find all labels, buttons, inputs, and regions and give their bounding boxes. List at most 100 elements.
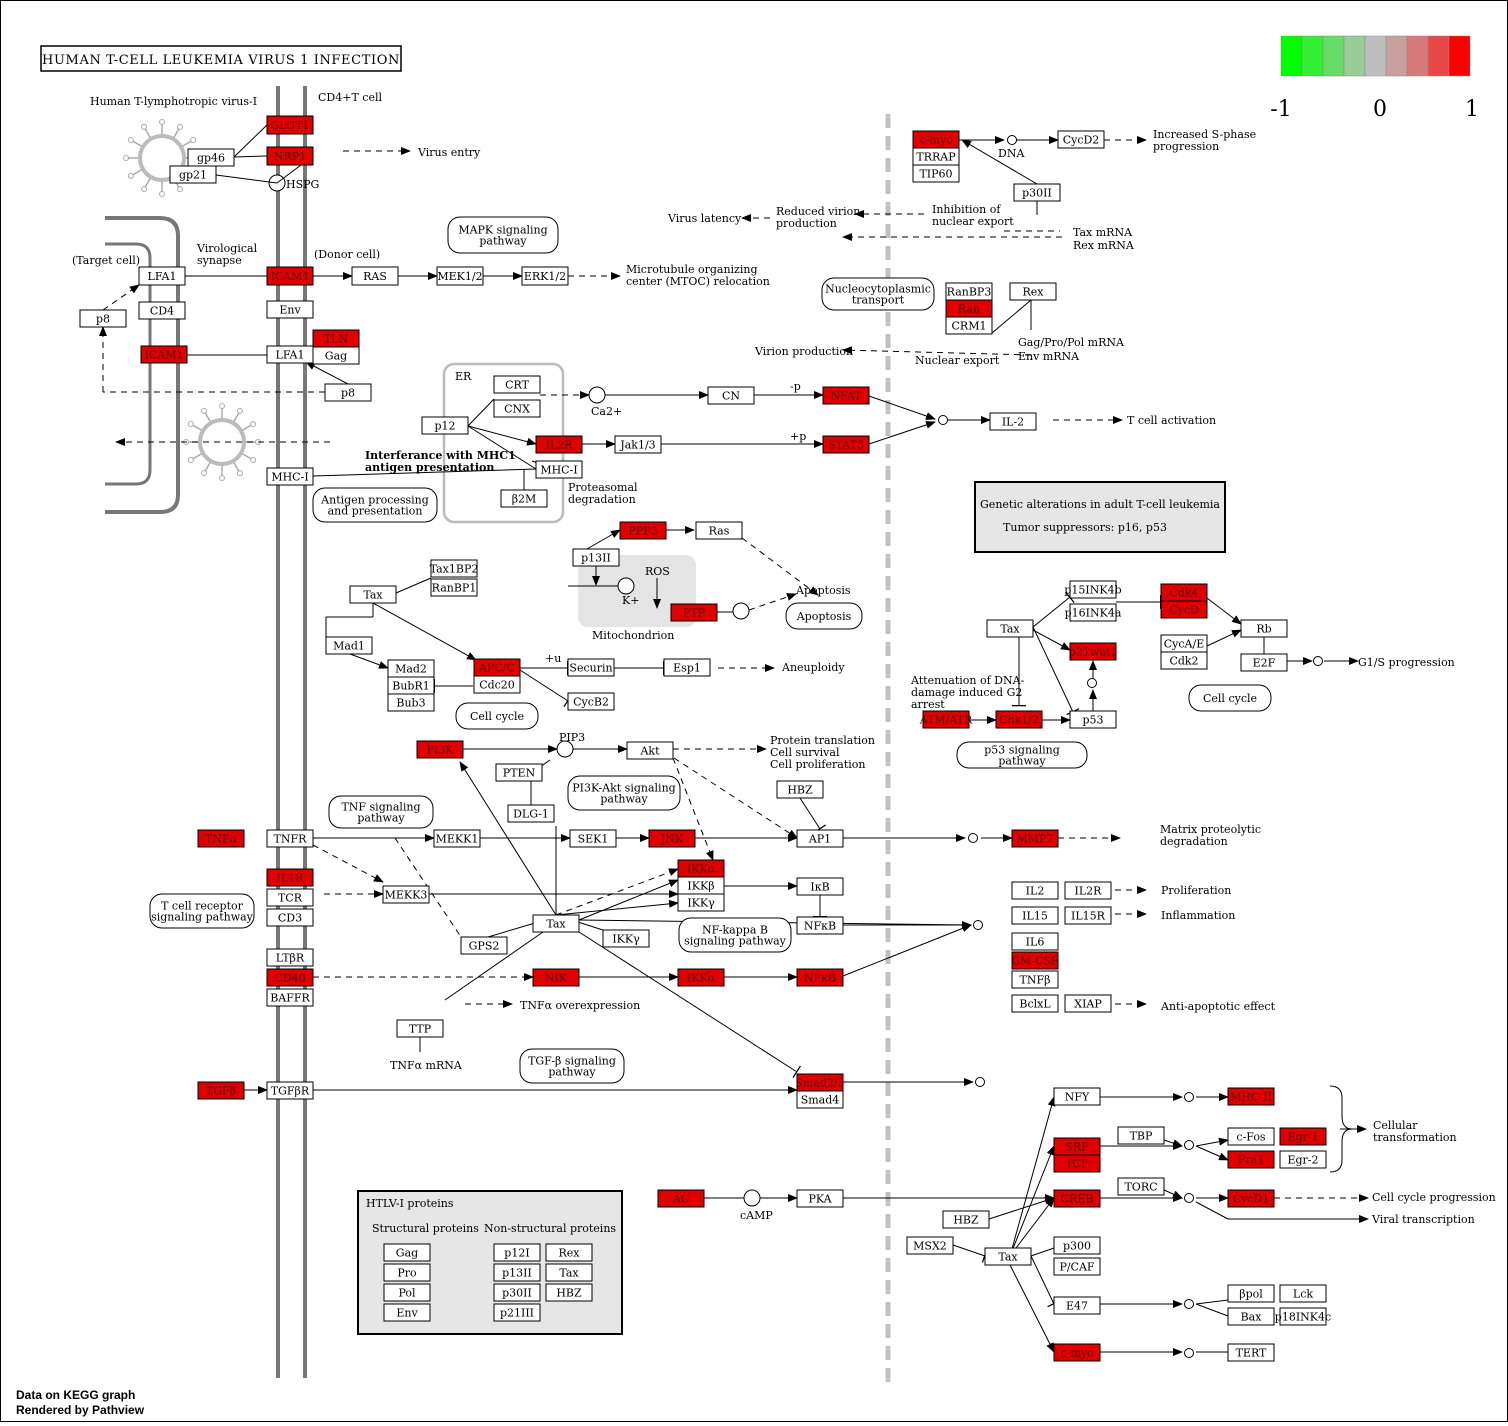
- label-virus-latency: Virus latency: [667, 212, 742, 225]
- htlv-structural-heading: Structural proteins: [372, 1222, 479, 1235]
- gene-node-label: CycB2: [573, 696, 609, 709]
- gene-node-cdc20: Cdc20: [473, 675, 521, 694]
- gene-node-label: RAS: [363, 270, 387, 283]
- gene-node-label: Jak1/3: [619, 439, 655, 452]
- gene-node-pro: Pro: [383, 1263, 431, 1282]
- gene-node-box: [79, 309, 127, 328]
- label-line: Matrix proteolytic: [1160, 823, 1261, 836]
- gene-node-box: [1227, 1284, 1275, 1303]
- gene-node-box: [421, 416, 469, 435]
- gene-node-il15r: IL15R: [1064, 906, 1112, 925]
- gene-node-label: Esp1: [673, 662, 701, 675]
- gene-node-icam1: ICAM1: [140, 345, 188, 364]
- gene-node-p30ii: p30II: [493, 1283, 541, 1302]
- label-g1-s-progression: G1/S progression: [1358, 656, 1455, 669]
- gene-node-label: TBP: [1130, 1130, 1153, 1143]
- gene-node-box: [796, 1090, 844, 1109]
- label-k: K+: [622, 594, 639, 607]
- edge: [233, 155, 268, 158]
- gene-node-cn: CN: [707, 386, 755, 405]
- gene-node-label: IL2R: [546, 439, 574, 452]
- gene-node-label: p15INK4b: [1064, 584, 1121, 597]
- gene-node-env: Env: [383, 1303, 431, 1322]
- dna-site: [1184, 1299, 1194, 1309]
- label-line: degradation: [1160, 835, 1228, 848]
- gene-node-label: TGFβ: [206, 1085, 236, 1098]
- pathway-box-label: Antigen processing: [320, 494, 429, 507]
- edge: [233, 124, 268, 158]
- gene-node-label: TIP60: [919, 168, 952, 181]
- virus-spike-tip: [141, 123, 147, 130]
- gene-node-label: p12I: [504, 1247, 529, 1260]
- gene-node-label: βpol: [1239, 1288, 1263, 1301]
- gene-node-crt: CRT: [493, 375, 541, 394]
- gene-node-cdk2: Cdk2: [1160, 651, 1208, 670]
- pathway-box-label: TNF signaling: [341, 801, 420, 814]
- pathway-box-frame: [785, 602, 863, 630]
- edge: [1195, 1303, 1229, 1317]
- gene-node-label: CD4: [150, 305, 174, 318]
- pathway-box-label: T cell receptor: [161, 900, 244, 913]
- gene-node-tgf-r: TGFβR: [266, 1081, 314, 1100]
- gene-node-box: [266, 300, 314, 319]
- gene-node-label: CycD1: [1233, 1193, 1270, 1206]
- gene-node-p-caf: P/CAF: [1053, 1257, 1101, 1276]
- gene-node-label: Tax: [546, 918, 566, 931]
- gene-node-box: [986, 619, 1034, 638]
- gene-node-box: [822, 386, 870, 405]
- gene-node-box: [1069, 642, 1117, 661]
- legend-label-max: 1: [1465, 97, 1479, 122]
- gene-node-cyca-e: CycA/E: [1160, 634, 1208, 653]
- edge: [1195, 1145, 1229, 1161]
- gene-node-gag: Gag: [383, 1243, 431, 1262]
- label-line: Inhibition of: [932, 203, 1001, 216]
- gene-node-smad4: Smad4: [796, 1090, 844, 1109]
- gene-node-box: [140, 345, 188, 364]
- gene-node-label: TERT: [1236, 1347, 1267, 1360]
- gene-node-box: [796, 877, 844, 896]
- gene-node-box: [695, 521, 743, 540]
- gene-node-label: Chk1/2: [999, 714, 1039, 727]
- edge: [1032, 626, 1080, 716]
- gene-node-lfa1: LFA1: [138, 266, 186, 286]
- gene-node-label: TORC: [1124, 1181, 1157, 1194]
- htlv-box-title: HTLV-I proteins: [366, 1197, 454, 1210]
- label-attenuation-of-dna-damage-induced-g2-arrest: Attenuation of DNA-damage induced G2arre…: [910, 674, 1025, 711]
- gene-node-box: [532, 914, 580, 933]
- label-tnf-mrna: TNFα mRNA: [390, 1059, 463, 1072]
- title-box: [40, 45, 402, 72]
- label-p: -p: [790, 380, 801, 393]
- label-ca2: Ca2+: [591, 405, 622, 418]
- label-pip3: PIP3: [559, 731, 585, 744]
- gene-node-box: [614, 435, 662, 454]
- edge: [555, 899, 679, 916]
- gene-node-tnf: TNFα: [197, 829, 245, 848]
- virus-spike-tip: [187, 457, 194, 463]
- gene-node-ikk: IKKα: [677, 859, 725, 878]
- gene-node-label: NIK: [545, 972, 568, 985]
- gene-node-label: SRF: [1065, 1141, 1089, 1154]
- edge: [799, 797, 827, 834]
- gene-node-box: [266, 146, 314, 166]
- gene-node-box: [912, 164, 960, 183]
- label-line: Attenuation of DNA-: [910, 674, 1025, 687]
- gene-node-box: [383, 1263, 431, 1282]
- pathway-box-frame: [956, 741, 1088, 769]
- gene-node-box: [945, 316, 993, 335]
- gene-node-label: BAFFR: [270, 992, 310, 1005]
- gene-node-box: [532, 968, 580, 987]
- label-line: damage induced G2: [911, 686, 1022, 699]
- label-line: Reduced virion: [776, 205, 860, 218]
- gene-node-hbz: HBZ: [545, 1283, 593, 1302]
- gene-node-label: IKKγ: [612, 933, 640, 946]
- gene-node-label: p300: [1063, 1240, 1091, 1253]
- gene-node-box: [1160, 600, 1208, 619]
- virus-spike-tip: [250, 457, 257, 463]
- gene-node-box: [495, 763, 543, 782]
- label-line: Cellular: [1373, 1119, 1418, 1132]
- gene-node-label: p12: [434, 420, 455, 433]
